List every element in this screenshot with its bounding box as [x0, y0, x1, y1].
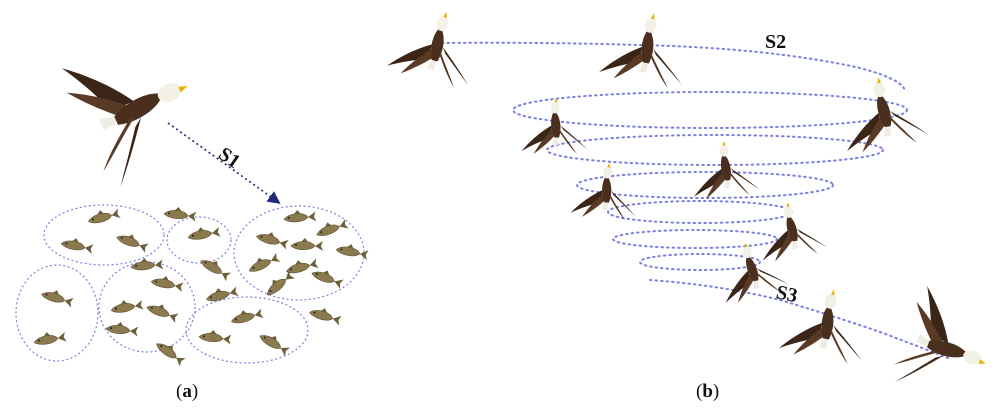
eagle-icon — [598, 6, 693, 91]
eagle-icon — [753, 197, 828, 264]
fish-group — [16, 265, 98, 361]
caption-a: (a) — [176, 381, 198, 403]
fish-icon — [106, 321, 139, 337]
fish-groups — [16, 205, 364, 363]
fish-school — [33, 206, 369, 367]
eagle-icon — [56, 23, 214, 190]
fish-icon — [291, 238, 323, 251]
eagle-icon — [689, 138, 760, 200]
fish-icon — [150, 274, 184, 292]
fish-icon — [257, 329, 291, 356]
fish-icon — [187, 224, 221, 242]
fish-icon — [246, 250, 280, 275]
eagle-icon — [522, 98, 588, 154]
fish-icon — [86, 206, 120, 227]
fish-icon — [310, 266, 345, 289]
fish-icon — [314, 216, 349, 239]
fish-icon — [198, 254, 232, 281]
fish-group — [167, 217, 231, 263]
fish-icon — [33, 329, 67, 347]
fish-icon — [204, 284, 238, 305]
fish-icon — [40, 287, 74, 308]
fish-group — [186, 297, 308, 363]
fish-icon — [115, 230, 150, 253]
s3-label: S3 — [774, 281, 799, 307]
fish-icon — [283, 208, 316, 224]
eagle-icon — [386, 1, 485, 91]
s2-path — [442, 43, 905, 92]
s3-path — [650, 280, 948, 358]
caption-b: (b) — [696, 381, 719, 403]
eagle-icon — [888, 285, 1001, 410]
fish-icon — [229, 306, 263, 327]
eagle-icon — [835, 70, 930, 155]
fish-icon — [154, 337, 188, 366]
fish-icon — [199, 329, 232, 345]
fish-icon — [60, 236, 94, 254]
panel-b: S2 S3 — [386, 1, 1001, 410]
panel-a: S1 — [16, 23, 369, 366]
fish-icon — [255, 229, 289, 250]
fish-icon — [110, 297, 144, 315]
s1-label: S1 — [214, 143, 244, 173]
fish-icon — [164, 206, 197, 222]
fish-icon — [145, 300, 180, 323]
eagle-icon — [570, 160, 641, 222]
fish-icon — [308, 305, 342, 326]
s2-label: S2 — [765, 31, 786, 53]
fish-icon — [130, 256, 163, 272]
